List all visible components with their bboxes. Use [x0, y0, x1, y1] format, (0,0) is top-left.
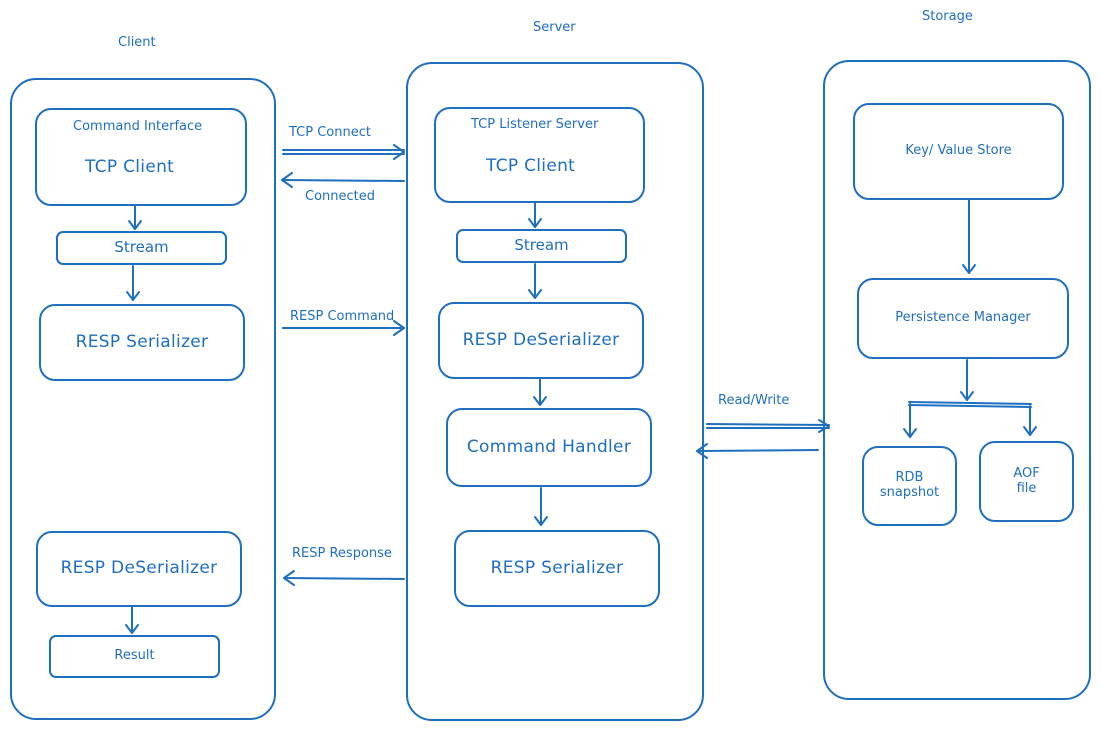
storage-aof-line1: AOF: [1013, 465, 1040, 481]
client-result-label: Result: [114, 648, 155, 664]
storage-panel: [823, 60, 1091, 700]
client-title: Client: [118, 35, 156, 50]
server-resp-deserializer-label: RESP DeSerializer: [462, 329, 620, 350]
client-resp-serializer-label: RESP Serializer: [75, 331, 209, 352]
edge-label-read-write: Read/Write: [718, 393, 790, 408]
arrowhead-tcp-connect: [393, 144, 405, 160]
client-resp-deserializer-box: RESP DeSerializer: [36, 531, 242, 607]
arrow-read-write-out: [706, 423, 830, 429]
edge-label-resp-command: RESP Command: [290, 309, 395, 324]
storage-persistence-manager-label: Persistence Manager: [895, 310, 1031, 326]
arrow-read-write-back: [696, 449, 819, 452]
server-resp-deserializer-box: RESP DeSerializer: [438, 302, 644, 379]
arrowhead-connected: [281, 172, 293, 188]
client-stream-box: Stream: [56, 231, 227, 265]
storage-rdb-box: RDB snapshot: [862, 446, 957, 526]
server-command-handler-label: Command Handler: [466, 436, 632, 457]
storage-aof-box: AOF file: [979, 441, 1074, 522]
server-tcp-listener-box: [434, 107, 645, 203]
server-command-handler-box: Command Handler: [446, 408, 652, 487]
client-resp-serializer-box: RESP Serializer: [39, 304, 245, 381]
server-panel: [406, 62, 704, 721]
client-tcp-client-label: TCP Client: [85, 157, 175, 177]
edge-label-connected: Connected: [305, 189, 376, 204]
client-panel: [10, 78, 276, 720]
client-resp-deserializer-label: RESP DeSerializer: [60, 558, 218, 579]
server-resp-serializer-box: RESP Serializer: [454, 530, 660, 607]
storage-rdb-line2: snapshot: [879, 485, 940, 500]
storage-kv-store-label: Key/ Value Store: [905, 143, 1012, 159]
arrow-resp-response: [283, 577, 405, 580]
server-title: Server: [533, 20, 576, 35]
server-stream-box: Stream: [456, 229, 627, 263]
arrow-connected: [281, 179, 405, 182]
client-command-interface-box: [35, 108, 247, 206]
server-stream-label: Stream: [514, 236, 569, 255]
arrowhead-resp-response: [283, 570, 295, 586]
storage-kv-store-box: Key/ Value Store: [853, 103, 1064, 200]
server-tcp-client-label: TCP Client: [486, 156, 576, 176]
edge-label-tcp-connect: TCP Connect: [289, 125, 371, 140]
storage-rdb-line1: RDB: [895, 470, 924, 486]
storage-title: Storage: [922, 9, 973, 24]
client-result-box: Result: [49, 635, 220, 678]
storage-aof-line2: file: [1016, 480, 1037, 496]
client-command-interface-header: Command Interface: [73, 119, 203, 134]
client-stream-label: Stream: [114, 238, 169, 257]
arrow-tcp-connect: [282, 149, 405, 155]
arrowhead-resp-command: [393, 320, 405, 336]
edge-label-resp-response: RESP Response: [292, 546, 392, 561]
server-resp-serializer-label: RESP Serializer: [490, 557, 624, 578]
storage-persistence-manager-box: Persistence Manager: [857, 278, 1069, 359]
server-tcp-listener-header: TCP Listener Server: [471, 117, 599, 132]
